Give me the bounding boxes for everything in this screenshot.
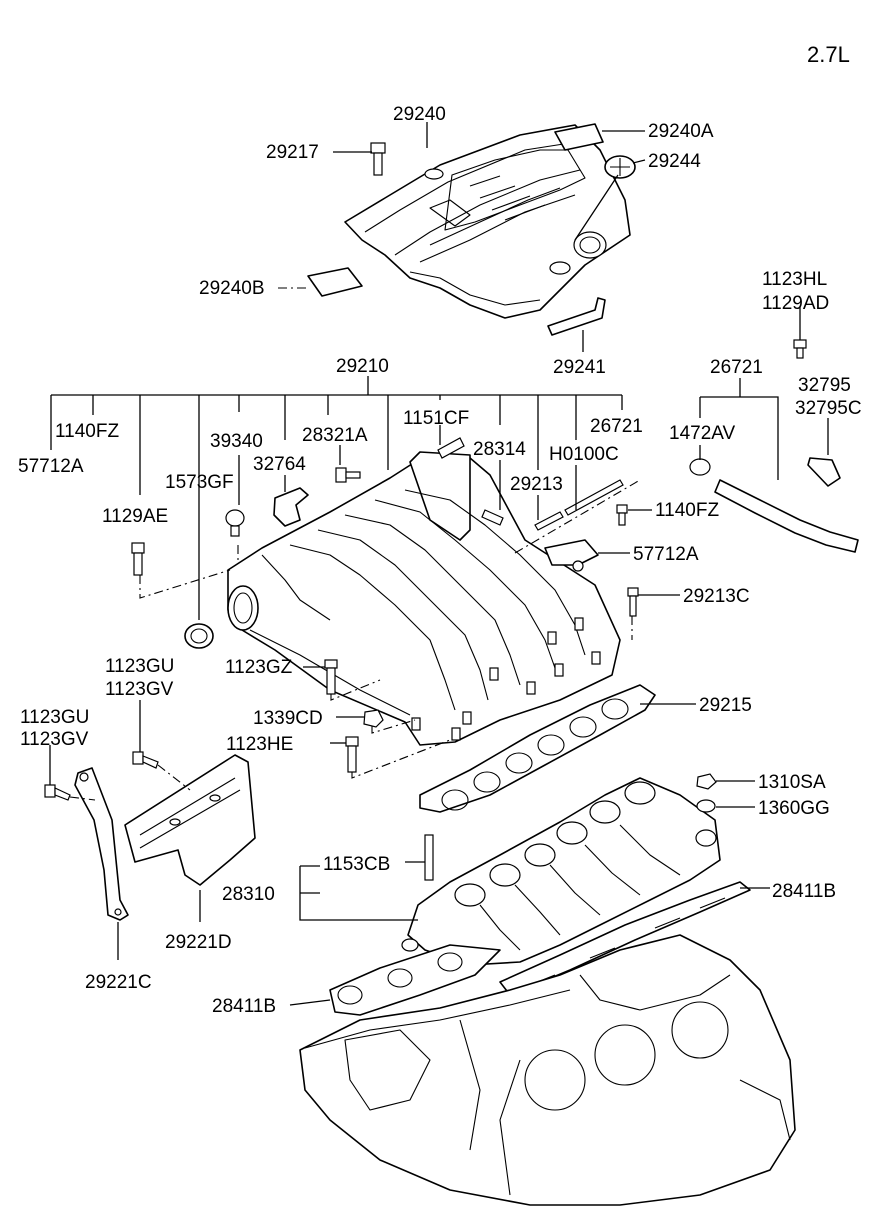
bolt-1123gz-drawing	[324, 659, 338, 695]
part-label: 57712A	[633, 544, 699, 565]
part-label: 1339CD	[253, 708, 323, 729]
part-label: 1123GZ	[225, 657, 293, 678]
bolt-1123gu-mid-drawing	[132, 751, 159, 769]
part-label: 29241	[553, 357, 606, 378]
part-label: 29213	[510, 474, 563, 495]
part-label: 1140FZ	[55, 421, 119, 442]
cover-pad-29240b-drawing	[307, 267, 363, 297]
part-label: 1123GU	[105, 656, 174, 677]
part-label: 28411B	[772, 881, 836, 902]
part-label: 29240B	[199, 278, 265, 299]
stud-1151cf-drawing	[437, 437, 465, 459]
bolt-1140fz-right-drawing	[616, 504, 628, 526]
part-label: 32795C	[795, 398, 862, 419]
intake-gasket-29215-drawing	[419, 684, 656, 813]
part-label: 28314	[473, 439, 526, 460]
lower-intake-manifold-28310-drawing	[401, 777, 721, 966]
sensor-39340-drawing	[225, 509, 245, 537]
part-label: 26721	[710, 357, 763, 378]
nut-1310sa-drawing	[696, 773, 717, 790]
part-label: 1123GU	[20, 707, 89, 728]
part-label: 57712A	[18, 456, 84, 477]
part-label: 29213C	[683, 586, 750, 607]
part-label: 32764	[253, 454, 306, 475]
engine-block-drawing	[299, 934, 796, 1206]
part-label: 32795	[798, 375, 851, 396]
bracket-29221d-drawing	[124, 754, 256, 886]
part-label: 1573GF	[165, 472, 234, 493]
part-label: 1153CB	[323, 854, 390, 875]
part-label: 26721	[590, 416, 643, 437]
bracket-29221c-drawing	[74, 767, 129, 921]
part-label: 1151CF	[403, 408, 469, 429]
bracket-32795-drawing	[807, 457, 841, 487]
bracket-32764-drawing	[273, 487, 309, 527]
bolt-1129ae-drawing	[131, 542, 145, 576]
part-label: 28411B	[212, 996, 276, 1017]
gasket-28411b-left-drawing	[329, 944, 501, 1016]
part-label: 29244	[648, 151, 701, 172]
upper-intake-manifold-drawing	[227, 451, 621, 746]
engine-cover-drawing	[344, 124, 631, 319]
bracket-57712a-drawing	[544, 539, 599, 572]
part-label: 28310	[222, 884, 275, 905]
part-label: 29217	[266, 142, 319, 163]
pin-28314-drawing	[481, 509, 504, 526]
part-label: 29221D	[165, 932, 232, 953]
gasket-ring-1573gf-drawing	[184, 623, 214, 649]
rod-29213-drawing	[534, 511, 564, 531]
part-label: 29240A	[648, 121, 714, 142]
part-label: 29210	[336, 356, 389, 377]
part-label: 1129AE	[102, 506, 168, 527]
part-label: 29240	[393, 104, 446, 125]
part-label: 1360GG	[758, 798, 830, 819]
hose-26721-drawing	[689, 458, 859, 553]
bolt-29217-drawing	[370, 142, 386, 176]
part-label: H0100C	[549, 444, 619, 465]
bolt-1123gu-left-drawing	[44, 784, 71, 801]
part-label: 1123HL	[762, 269, 827, 290]
bolt-1123he-drawing	[345, 736, 359, 773]
nut-1339cd-drawing	[363, 709, 384, 728]
bolt-1123hl-drawing	[793, 339, 807, 359]
sensor-28321a-drawing	[335, 467, 361, 483]
part-label: 39340	[210, 431, 263, 452]
bolt-29213c-drawing	[627, 587, 639, 617]
part-label: 29215	[699, 695, 752, 716]
part-label: 28321A	[302, 425, 368, 446]
part-label: 1310SA	[758, 772, 826, 793]
washer-1360gg-drawing	[696, 799, 716, 813]
part-label: 1472AV	[669, 423, 736, 444]
stud-1153cb-drawing	[424, 834, 434, 881]
part-label: 1129AD	[762, 293, 829, 314]
cover-pad-29240a-drawing	[554, 123, 604, 151]
part-label: 29221C	[85, 972, 152, 993]
engine-variant-label: 2.7L	[807, 42, 850, 67]
part-label: 1123HE	[226, 734, 293, 755]
part-label: 1140FZ	[655, 500, 719, 521]
part-label: 1123GV	[20, 729, 89, 750]
cover-clip-29241-drawing	[547, 297, 606, 336]
rod-h0100c-drawing	[564, 479, 624, 516]
part-label: 1123GV	[105, 679, 174, 700]
